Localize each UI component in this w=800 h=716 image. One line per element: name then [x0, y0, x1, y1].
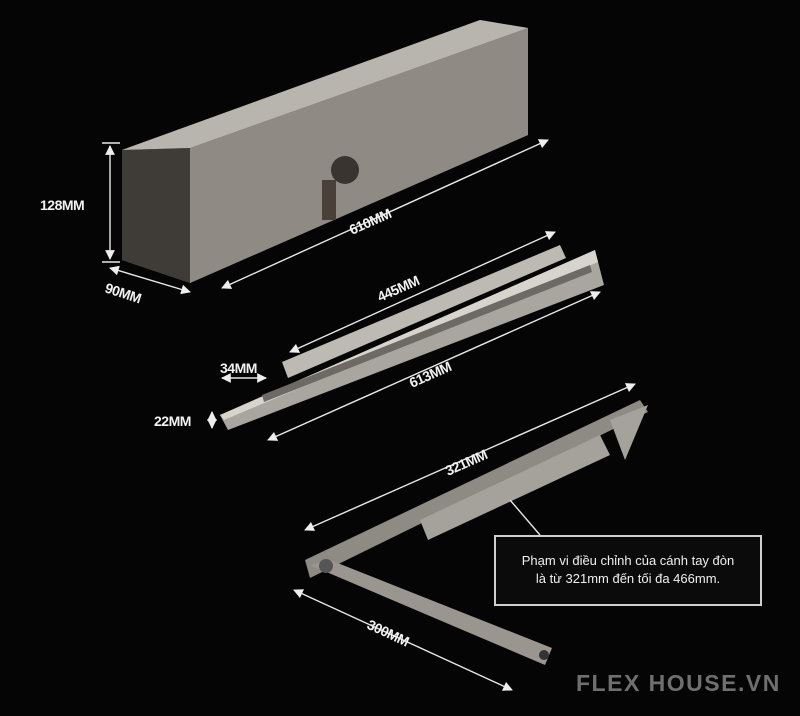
callout-line-2: là từ 321mm đến tối đa 466mm. — [535, 571, 721, 586]
callout-line-1: Phạm vi điều chỉnh của cánh tay đòn — [521, 553, 735, 568]
height-label: 128MM — [40, 197, 84, 213]
track-height-label: 22MM — [154, 413, 191, 429]
lower-arm-length-label: 300MM — [365, 616, 412, 649]
depth-label: 90MM — [103, 280, 143, 307]
dimension-lines — [102, 139, 636, 691]
lock-knob — [331, 156, 359, 184]
operator-body — [122, 20, 528, 283]
arm-assembly — [305, 400, 648, 665]
brand-watermark: FLEX HOUSE.VN — [576, 670, 781, 696]
rail-length-label: 445MM — [375, 272, 422, 305]
track-length-label: 613MM — [407, 358, 454, 391]
track-width-label: 34MM — [220, 360, 257, 376]
adjustment-range-callout: Phạm vi điều chỉnh của cánh tay đòn là t… — [494, 535, 762, 606]
arm-length-label: 321MM — [443, 446, 490, 479]
